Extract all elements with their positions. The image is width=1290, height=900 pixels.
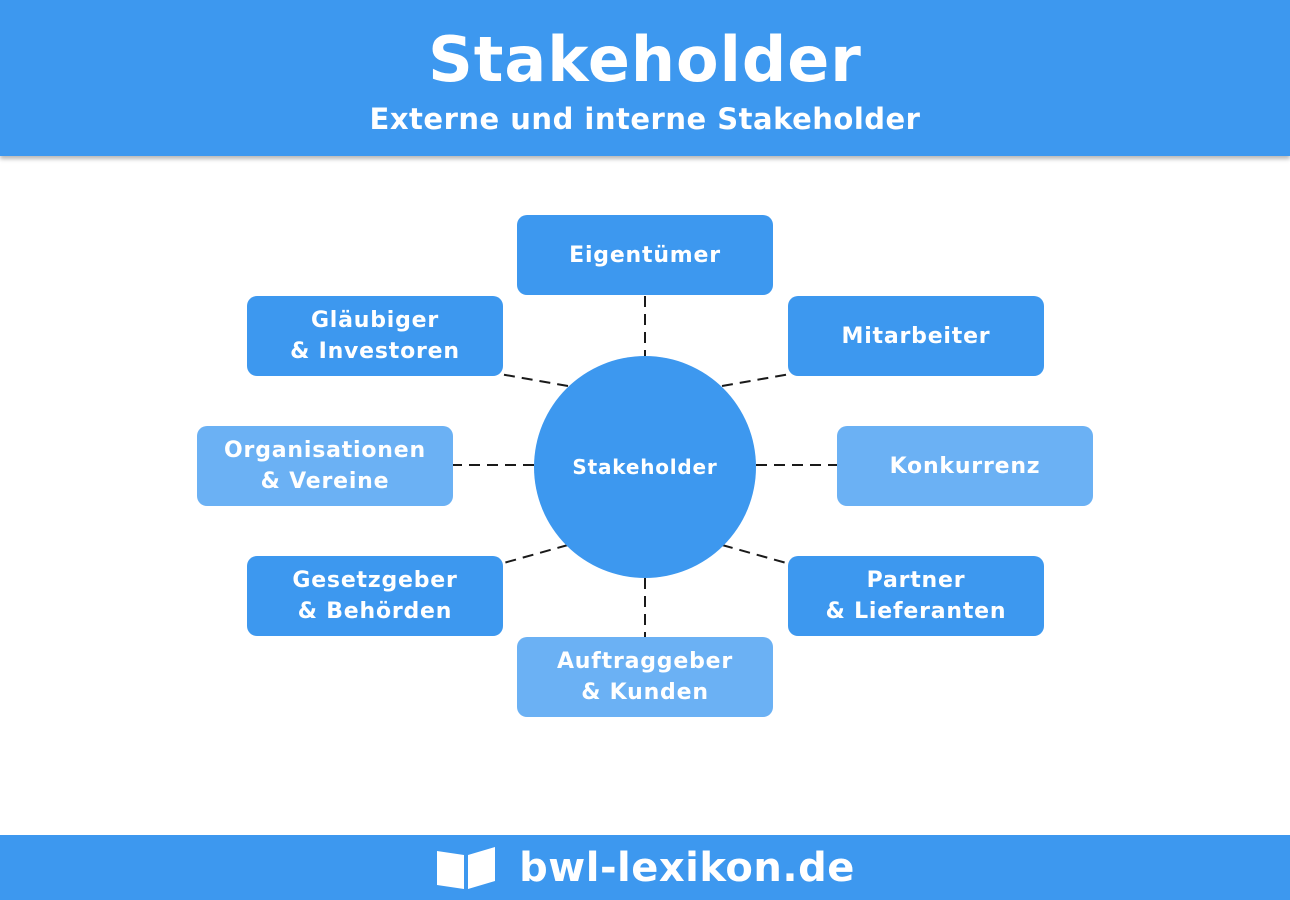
connector-mitarbeiter	[721, 373, 791, 387]
node-gesetzgeber-line-1: Gesetzgeber	[292, 568, 458, 593]
center-node: Stakeholder	[534, 356, 756, 578]
node-gesetzgeber-line-2: & Behörden	[297, 599, 453, 624]
center-node-label: Stakeholder	[572, 455, 718, 479]
node-konkurrenz: Konkurrenz	[837, 426, 1093, 506]
brand-name: bwl-lexikon.de	[519, 844, 855, 891]
node-auftraggeber-line-2: & Kunden	[581, 680, 709, 705]
page-title: Stakeholder	[428, 23, 862, 96]
header: Stakeholder Externe und interne Stakehol…	[0, 0, 1290, 156]
node-eigentuemer: Eigentümer	[517, 215, 773, 295]
connector-glaeubiger	[499, 373, 569, 387]
connector-partner	[721, 544, 791, 565]
footer: bwl-lexikon.de	[0, 835, 1290, 900]
node-gesetzgeber: Gesetzgeber & Behörden	[247, 556, 503, 636]
node-partner: Partner & Lieferanten	[788, 556, 1044, 636]
page-subtitle: Externe und interne Stakeholder	[369, 102, 921, 136]
node-auftraggeber: Auftraggeber & Kunden	[517, 637, 773, 717]
open-book-icon	[437, 846, 496, 889]
node-organisationen-line-1: Organisationen	[224, 438, 426, 463]
node-auftraggeber-line-1: Auftraggeber	[556, 649, 733, 674]
node-mitarbeiter-line-1: Mitarbeiter	[841, 323, 991, 349]
node-partner-line-1: Partner	[866, 568, 966, 593]
node-mitarbeiter: Mitarbeiter	[788, 296, 1044, 376]
node-organisationen: Organisationen & Vereine	[197, 426, 453, 506]
node-organisationen-line-2: & Vereine	[260, 469, 390, 494]
node-konkurrenz-line-1: Konkurrenz	[889, 453, 1041, 479]
node-glaeubiger-line-2: & Investoren	[290, 339, 460, 364]
connector-gesetzgeber	[499, 544, 569, 565]
node-eigentuemer-line-1: Eigentümer	[569, 242, 721, 268]
node-glaeubiger-line-1: Gläubiger	[310, 308, 440, 333]
brand-logo[interactable]: bwl-lexikon.de	[435, 845, 855, 891]
node-partner-line-2: & Lieferanten	[825, 599, 1007, 624]
node-glaeubiger: Gläubiger & Investoren	[247, 296, 503, 376]
